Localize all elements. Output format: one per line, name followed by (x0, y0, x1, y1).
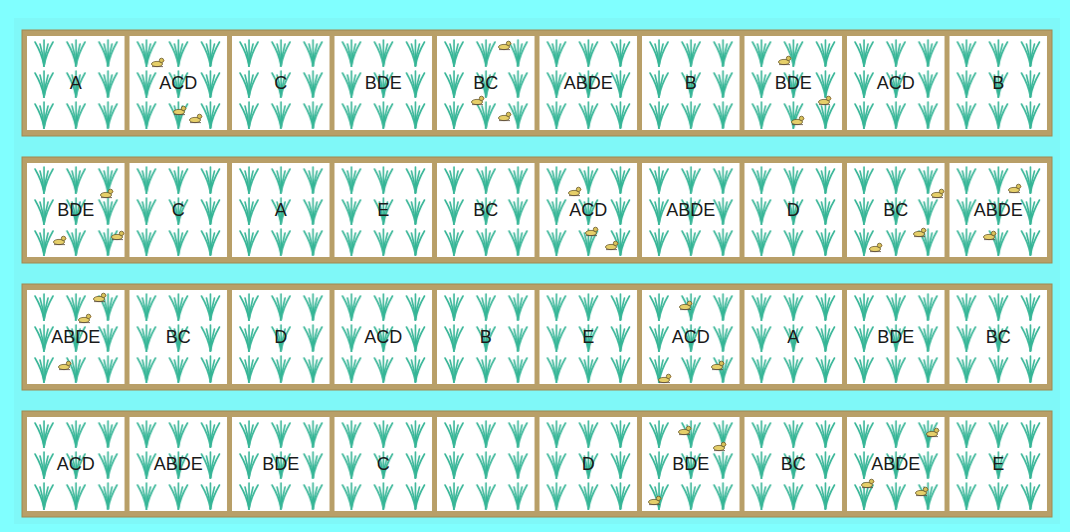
treatment-label: ACD (672, 326, 710, 348)
treatment-label: BDE (672, 453, 709, 475)
plot-box: C (232, 36, 330, 130)
plot-box: BDE (642, 417, 740, 511)
treatment-label: BDE (262, 453, 299, 475)
plot-box: A (745, 290, 843, 384)
treatment-label: B (480, 326, 492, 348)
treatment-label: BC (473, 199, 498, 221)
plot-box: ACD (642, 290, 740, 384)
field-bands (22, 30, 1052, 517)
treatment-label: E (992, 453, 1004, 475)
treatment-label: BDE (57, 199, 94, 221)
treatment-label: D (582, 453, 595, 475)
treatment-label: ABDE (51, 326, 100, 348)
treatment-label: D (274, 326, 287, 348)
plot-box: E (950, 417, 1048, 511)
plot-box: ABDE (642, 163, 740, 257)
plot-box: A (27, 36, 125, 130)
plot-box: BC (847, 163, 945, 257)
plot-box: ACD (27, 417, 125, 511)
treatment-label: ACD (57, 453, 95, 475)
treatment-label: ACD (159, 72, 197, 94)
treatment-label: ABDE (666, 199, 715, 221)
treatment-label: BC (166, 326, 191, 348)
plot-box: BC (130, 290, 228, 384)
treatment-label: E (582, 326, 594, 348)
treatment-label: BC (883, 199, 908, 221)
treatment-label: BDE (877, 326, 914, 348)
treatment-label: BC (473, 72, 498, 94)
treatment-label: BDE (775, 72, 812, 94)
plot-box: BDE (847, 290, 945, 384)
treatment-label: ABDE (154, 453, 203, 475)
plot-box: D (540, 417, 638, 511)
plot-box: ABDE (540, 36, 638, 130)
plot-cells (27, 36, 1047, 511)
treatment-label: C (172, 199, 185, 221)
treatment-label: B (685, 72, 697, 94)
treatment-label: B (992, 72, 1004, 94)
treatment-label: ACD (364, 326, 402, 348)
treatment-label: BDE (365, 72, 402, 94)
plot-box: B (437, 290, 535, 384)
plot-box: D (232, 290, 330, 384)
treatment-label: D (787, 199, 800, 221)
plot-box: D (745, 163, 843, 257)
plot-box: BDE (232, 417, 330, 511)
plot-box: ABDE (847, 417, 945, 511)
plot-box: BC (437, 36, 535, 130)
plot-box: B (642, 36, 740, 130)
plot-box: C (130, 163, 228, 257)
plot-box: E (540, 290, 638, 384)
plot-box: BDE (335, 36, 433, 130)
ducks (54, 41, 1023, 504)
treatment-label: E (377, 199, 389, 221)
plot-box: ACD (335, 290, 433, 384)
plot-box: ABDE (950, 163, 1048, 257)
plot-box: ABDE (130, 417, 228, 511)
water-ground (14, 18, 1060, 524)
treatment-label: ABDE (871, 453, 920, 475)
plot-box: E (335, 163, 433, 257)
treatment-label: ABDE (974, 199, 1023, 221)
treatment-label: BC (986, 326, 1011, 348)
treatment-label: ABDE (564, 72, 613, 94)
plot-box: BDE (745, 36, 843, 130)
treatment-label: C (274, 72, 287, 94)
plot-box: BC (950, 290, 1048, 384)
treatment-label: C (377, 453, 390, 475)
treatment-label: A (70, 72, 82, 94)
plot-box: BC (745, 417, 843, 511)
plot-box: ACD (540, 163, 638, 257)
plot-box: B (950, 36, 1048, 130)
plot-box: C (335, 417, 433, 511)
treatment-label: BC (781, 453, 806, 475)
plot-box: ACD (847, 36, 945, 130)
treatment-label: ACD (877, 72, 915, 94)
treatment-label: ACD (569, 199, 607, 221)
treatment-label: A (275, 199, 287, 221)
plot-box: ABDE (27, 290, 125, 384)
treatment-label: A (787, 326, 799, 348)
plot-box: BDE (27, 163, 125, 257)
plot-box: A (232, 163, 330, 257)
plot-box: BC (437, 163, 535, 257)
plot-box: ACD (130, 36, 228, 130)
